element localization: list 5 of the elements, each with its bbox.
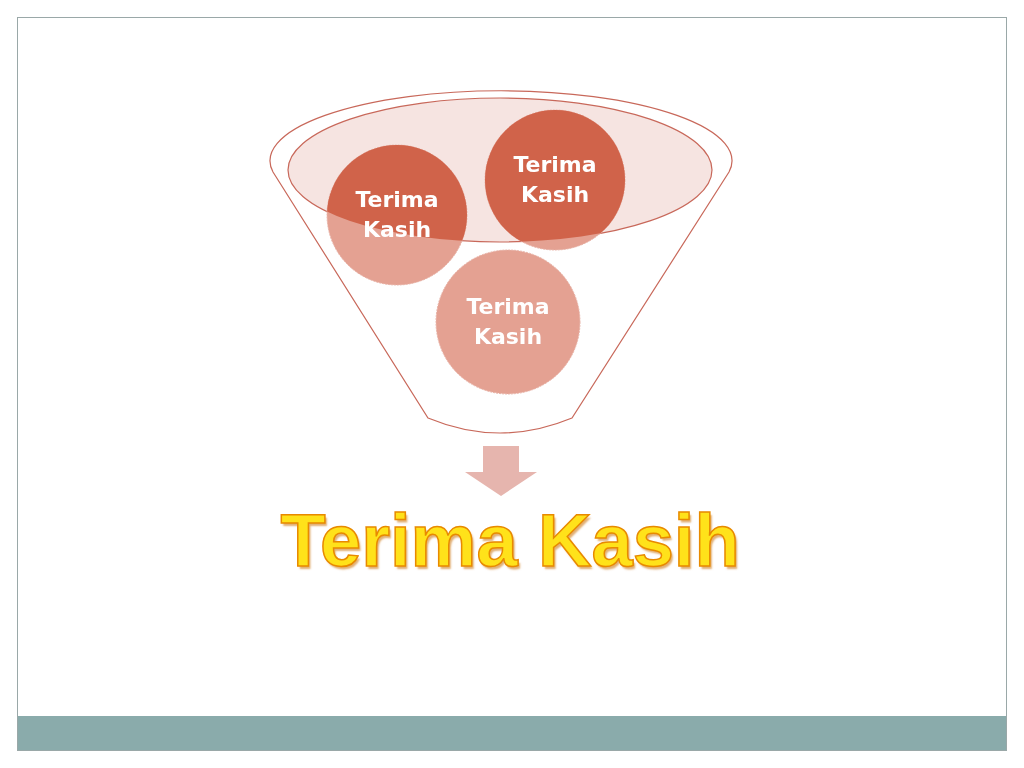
bubble-label: Terima Kasih xyxy=(465,293,551,351)
bubble-label: Terima Kasih xyxy=(354,186,440,244)
bubble-label: Terima Kasih xyxy=(512,151,598,209)
closing-title: Terima Kasih xyxy=(279,498,741,583)
block-arrow xyxy=(465,446,537,496)
